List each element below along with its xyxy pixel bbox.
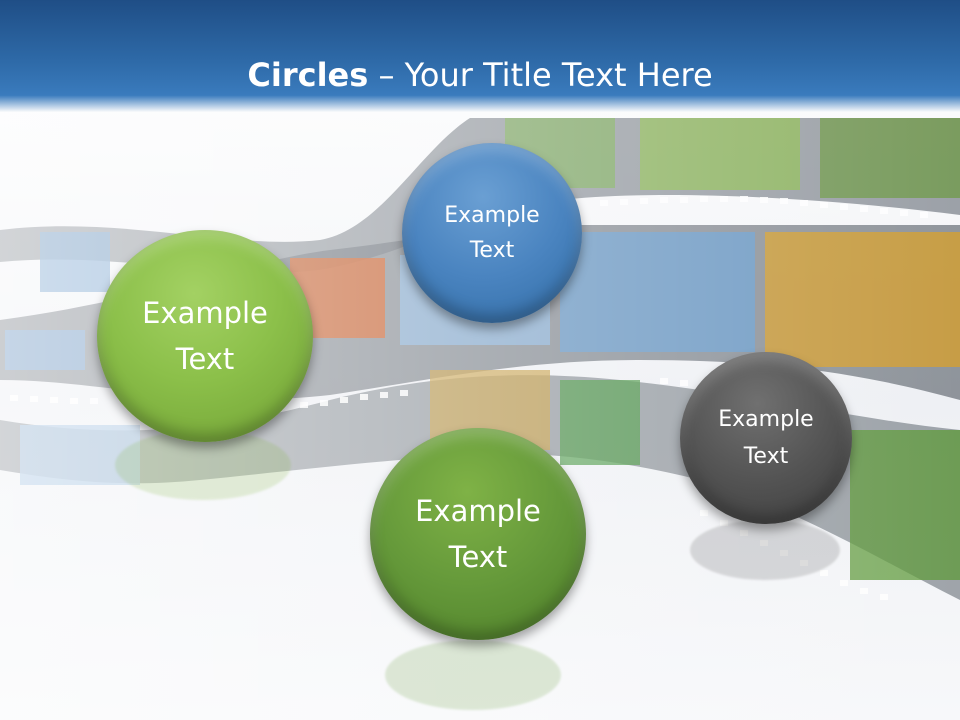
circle-gray-right[interactable]: Example Text [680,352,852,524]
title-bold: Circles [247,56,369,94]
circle-blue-top[interactable]: Example Text [402,143,582,323]
circle-text-line2: Text [175,342,235,376]
circle-green-bottom[interactable]: Example Text [370,428,586,640]
title-rest: – Your Title Text Here [368,56,713,94]
title-bar [0,0,960,112]
circle-green-left[interactable]: Example Text [97,230,313,442]
circle-text-line2: Text [448,540,508,574]
circle-reflection [385,640,561,710]
circle-text-line1: Example [142,296,268,330]
circle-text-line2: Text [743,444,789,469]
circle-reflection [690,520,840,580]
circle-text-line1: Example [415,494,541,528]
circle-text-line1: Example [718,407,814,432]
slide-title[interactable]: Circles – Your Title Text Here [0,52,960,98]
circle-text-line1: Example [444,203,540,228]
circle-text-line2: Text [469,238,515,263]
